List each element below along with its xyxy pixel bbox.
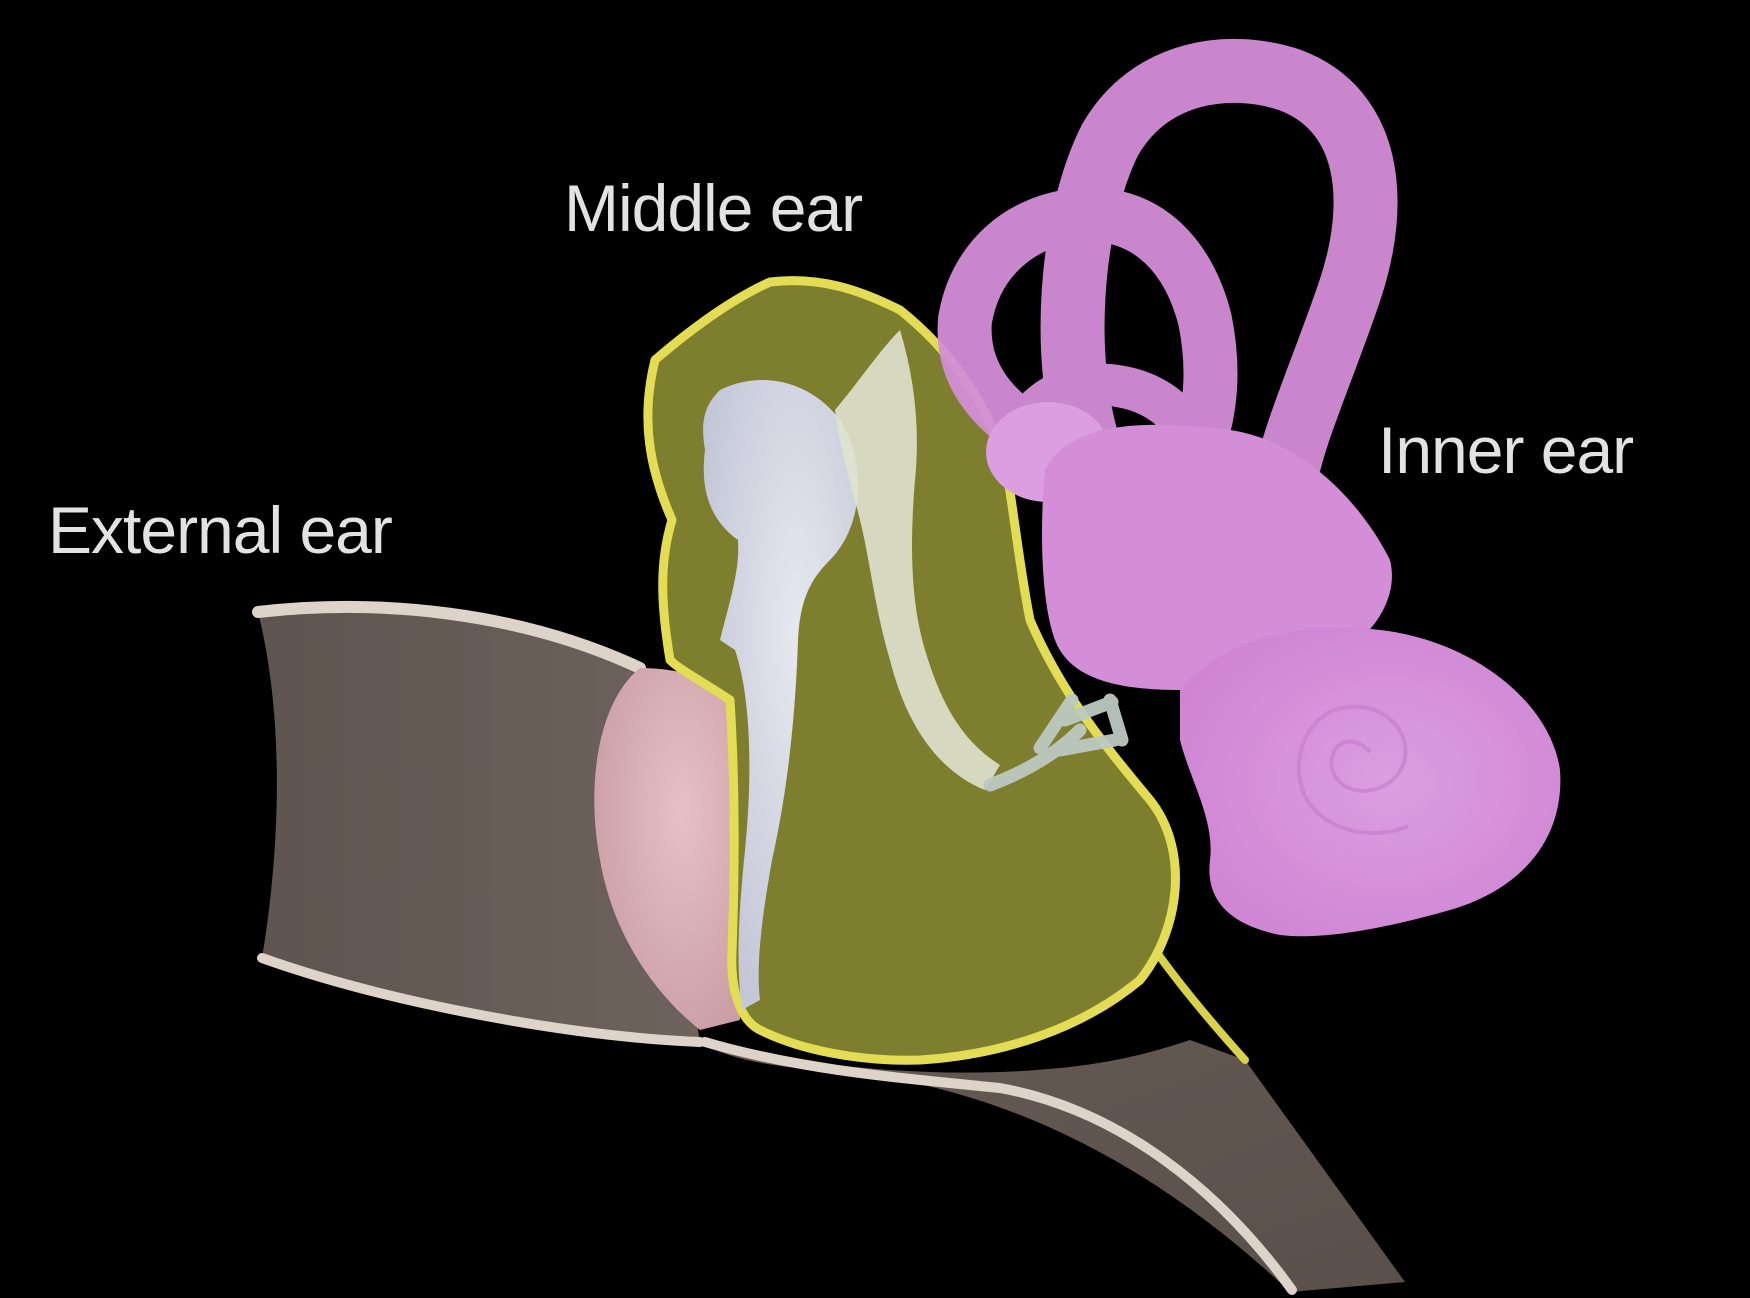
malleus bbox=[703, 380, 859, 1010]
inner-ear-label: Inner ear bbox=[1378, 413, 1634, 487]
external-ear-label: External ear bbox=[48, 493, 393, 567]
inner-ear bbox=[937, 38, 1561, 937]
cochlea-spiral bbox=[1297, 704, 1409, 835]
semicircular-canals bbox=[937, 38, 1398, 492]
incus bbox=[835, 330, 1000, 790]
ear-canal bbox=[252, 600, 705, 1047]
cochlea bbox=[1180, 627, 1561, 937]
auditory-tube-outline bbox=[700, 1037, 1297, 1295]
posterior-semicircular-canal bbox=[1040, 38, 1398, 492]
auditory-tube-wall bbox=[700, 1040, 1405, 1292]
ear-canal-wall bbox=[258, 606, 700, 1042]
ossicles bbox=[703, 330, 1129, 1010]
ear-canal-outline-top bbox=[252, 600, 646, 674]
middle-ear-label: Middle ear bbox=[564, 171, 863, 245]
vestibule bbox=[1042, 424, 1392, 690]
stapes bbox=[983, 693, 1129, 792]
anterior-semicircular-canal bbox=[937, 187, 1238, 477]
ear-canal-outline-bottom bbox=[257, 953, 705, 1047]
eardrum bbox=[594, 668, 740, 1030]
